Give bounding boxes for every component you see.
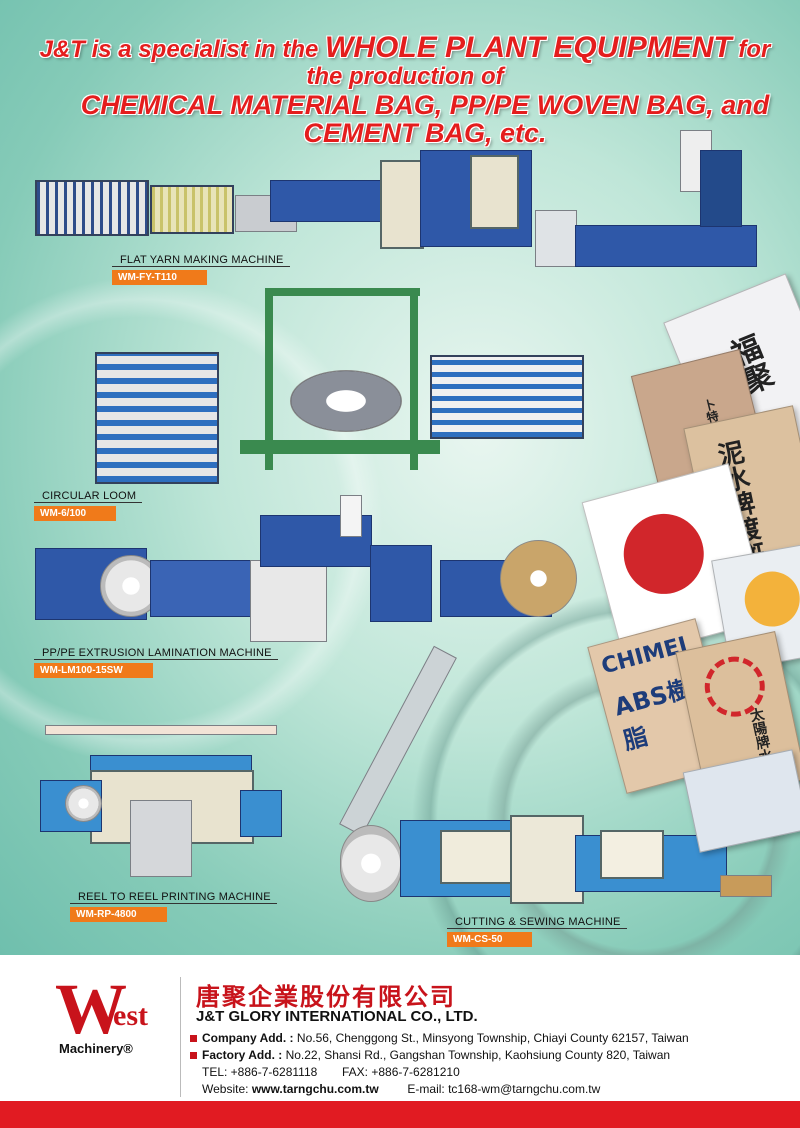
fax: FAX: +886-7-6281210 xyxy=(342,1065,460,1079)
factory-address: Factory Add. : No.22, Shansi Rd., Gangsh… xyxy=(190,1048,670,1062)
company-address-label: Company Add. : xyxy=(202,1031,294,1045)
factory-address-label: Factory Add. : xyxy=(202,1048,283,1062)
machine-code: WM-RP-4800 xyxy=(70,907,167,922)
headline: J&T is a specialist in the WHOLE PLANT E… xyxy=(20,32,790,147)
logo-machinery: Machinery® xyxy=(59,1041,133,1056)
website-link[interactable]: www.tarngchu.com.tw xyxy=(251,1082,379,1096)
machine-code: WM-FY-T110 xyxy=(112,270,207,285)
divider xyxy=(180,977,181,1097)
company-name-english: J&T GLORY INTERNATIONAL CO., LTD. xyxy=(196,1008,478,1025)
machine-name: PP/PE EXTRUSION LAMINATION MACHINE xyxy=(34,647,278,660)
machine-name: FLAT YARN MAKING MACHINE xyxy=(112,254,290,267)
company-address: Company Add. : No.56, Chenggong St., Min… xyxy=(190,1031,689,1045)
factory-address-value: No.22, Shansi Rd., Gangshan Township, Ka… xyxy=(282,1048,671,1062)
headline-line-1: J&T is a specialist in the WHOLE PLANT E… xyxy=(20,32,790,89)
headline-highlight: WHOLE PLANT EQUIPMENT xyxy=(325,31,732,64)
headline-pre: J&T is a specialist in the xyxy=(39,36,326,63)
company-address-value: No.56, Chenggong St., Minsyong Township,… xyxy=(293,1031,689,1045)
bullet-icon xyxy=(190,1035,197,1043)
label-printing: REEL TO REEL PRINTING MACHINE WM-RP-4800 xyxy=(70,887,277,922)
footer: W est Machinery® 唐聚企業股份有限公司 J&T GLORY IN… xyxy=(0,955,800,1128)
machine-name: CUTTING & SEWING MACHINE xyxy=(447,916,627,929)
bullet-icon xyxy=(190,1052,197,1060)
label-extrusion-lamination: PP/PE EXTRUSION LAMINATION MACHINE WM-LM… xyxy=(34,643,278,678)
label-cutting-sewing: CUTTING & SEWING MACHINE WM-CS-50 xyxy=(447,912,627,947)
west-machinery-logo: W est Machinery® xyxy=(55,973,165,1073)
headline-line-2: CHEMICAL MATERIAL BAG, PP/PE WOVEN BAG, … xyxy=(80,89,770,149)
label-flat-yarn: FLAT YARN MAKING MACHINE WM-FY-T110 xyxy=(112,250,290,285)
label-circular-loom: CIRCULAR LOOM WM-6/100 xyxy=(34,486,143,521)
poster-background: J&T is a specialist in the WHOLE PLANT E… xyxy=(0,0,800,955)
email-link[interactable]: E-mail: tc168-wm@tarngchu.com.tw xyxy=(407,1082,601,1096)
logo-w: W xyxy=(55,969,127,1049)
machine-code: WM-6/100 xyxy=(34,506,117,521)
telephone: TEL: +886-7-6281118 xyxy=(202,1065,318,1079)
bottom-red-bar xyxy=(0,1101,800,1128)
phone-line: TEL: +886-7-6281118 FAX: +886-7-6281210 xyxy=(202,1065,460,1079)
machine-name: CIRCULAR LOOM xyxy=(34,490,143,503)
website-label: Website: xyxy=(202,1082,252,1096)
machine-code: WM-LM100-15SW xyxy=(34,663,153,678)
web-line: Website: www.tarngchu.com.tw E-mail: tc1… xyxy=(202,1082,600,1096)
machine-name: REEL TO REEL PRINTING MACHINE xyxy=(70,891,277,904)
company-name-chinese: 唐聚企業股份有限公司 xyxy=(196,983,456,1011)
logo-est: est xyxy=(113,999,148,1032)
machine-code: WM-CS-50 xyxy=(447,932,533,947)
headline-post: for the production of xyxy=(306,36,771,90)
